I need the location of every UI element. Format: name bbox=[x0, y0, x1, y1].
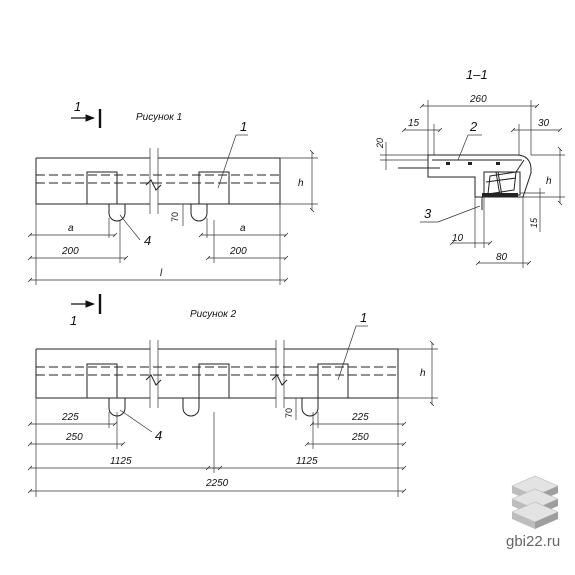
lifting-loop-left bbox=[108, 204, 126, 222]
dim-250-right: 250 bbox=[351, 432, 369, 443]
dim-200-left: 200 bbox=[61, 246, 79, 257]
embedded-plate-left bbox=[86, 171, 118, 205]
dim-15-top-label: 15 bbox=[408, 118, 420, 129]
dim-section-h-label: h bbox=[546, 176, 552, 187]
callout-4: 4 bbox=[155, 428, 162, 443]
section-mark-label: 1 bbox=[74, 99, 81, 114]
dim-section-h: h bbox=[523, 146, 565, 206]
section-mark-1-top: 1 bbox=[71, 99, 102, 128]
dim-a-right: a bbox=[240, 223, 246, 234]
figure-1-title: Рисунок 1 bbox=[136, 112, 182, 123]
dim-70-label: 70 bbox=[170, 212, 180, 222]
reinforcement-cage bbox=[446, 159, 525, 210]
dim-row-250: 250 250 bbox=[27, 412, 407, 449]
dim-70-label: 70 bbox=[284, 408, 294, 418]
dim-30: 30 bbox=[510, 118, 563, 155]
dim-80-label: 80 bbox=[496, 252, 508, 263]
dim-2250-label: 2250 bbox=[205, 478, 229, 489]
section-1-1: 1–1 260 bbox=[375, 67, 565, 268]
dim-row-200: 200 200 bbox=[27, 220, 289, 263]
dim-height-h: h bbox=[280, 149, 318, 213]
stacked-slabs-icon bbox=[511, 475, 559, 529]
figure-2: Рисунок 2 1 bbox=[27, 294, 438, 497]
beam-2 bbox=[35, 340, 399, 408]
embedded-plate-left bbox=[86, 363, 118, 399]
dim-80: 80 bbox=[475, 197, 532, 268]
dim-10: 10 bbox=[449, 197, 493, 248]
callout-1: 1 bbox=[360, 310, 367, 325]
dim-70: 70 bbox=[284, 397, 300, 420]
dim-250-left: 250 bbox=[65, 432, 83, 443]
beam-cross-section bbox=[427, 154, 532, 198]
callout-3: 3 bbox=[424, 206, 432, 221]
figure-2-title: Рисунок 2 bbox=[190, 309, 237, 320]
dim-h-label: h bbox=[298, 178, 304, 189]
section-mark-1-bottom: 1 bbox=[70, 294, 102, 328]
embedded-plate-right bbox=[198, 171, 230, 205]
dim-225-right: 225 bbox=[351, 412, 369, 423]
dim-row-225: 225 225 bbox=[27, 398, 407, 497]
dim-10-label: 10 bbox=[452, 233, 464, 244]
dim-row-1125: 1125 1125 bbox=[27, 412, 407, 473]
lifting-loop-right bbox=[301, 398, 319, 417]
callout-4: 4 bbox=[144, 233, 151, 248]
dim-1125-right: 1125 bbox=[296, 456, 318, 467]
dim-15-right-label: 15 bbox=[529, 217, 539, 228]
dim-total-2250: 2250 bbox=[27, 478, 407, 494]
dim-70: 70 bbox=[170, 203, 187, 226]
lifting-loop-middle bbox=[182, 398, 200, 417]
dim-200-right: 200 bbox=[229, 246, 247, 257]
dim-225-left: 225 bbox=[61, 412, 79, 423]
dim-h-label: h bbox=[420, 368, 426, 379]
dim-l-label: l bbox=[160, 268, 163, 279]
embedded-plate-middle bbox=[198, 363, 230, 399]
dim-a-left: a bbox=[68, 223, 74, 234]
dim-260: 260 bbox=[419, 94, 540, 155]
dim-15-top: 15 bbox=[401, 118, 443, 155]
embedded-plate-right bbox=[317, 363, 349, 399]
figure-1: Рисунок 1 1 bbox=[27, 99, 318, 285]
dim-1125-left: 1125 bbox=[110, 456, 132, 467]
beam-1 bbox=[35, 148, 281, 214]
lifting-loop-right bbox=[190, 204, 208, 222]
section-title: 1–1 bbox=[466, 67, 488, 82]
dim-260-label: 260 bbox=[469, 94, 487, 105]
dim-total-l: l bbox=[27, 268, 289, 283]
dim-20-label: 20 bbox=[375, 138, 385, 149]
dim-row-a: a a bbox=[27, 204, 289, 285]
section-mark-label-2: 1 bbox=[70, 313, 77, 328]
dim-15-right: 15 bbox=[520, 188, 545, 232]
dim-height-h: h bbox=[398, 340, 438, 407]
callout-1: 1 bbox=[240, 119, 247, 134]
watermark-text: gbi22.ru bbox=[506, 533, 561, 550]
callout-2: 2 bbox=[469, 119, 478, 134]
dim-20: 20 bbox=[375, 138, 428, 170]
dim-30-label: 30 bbox=[538, 118, 550, 129]
